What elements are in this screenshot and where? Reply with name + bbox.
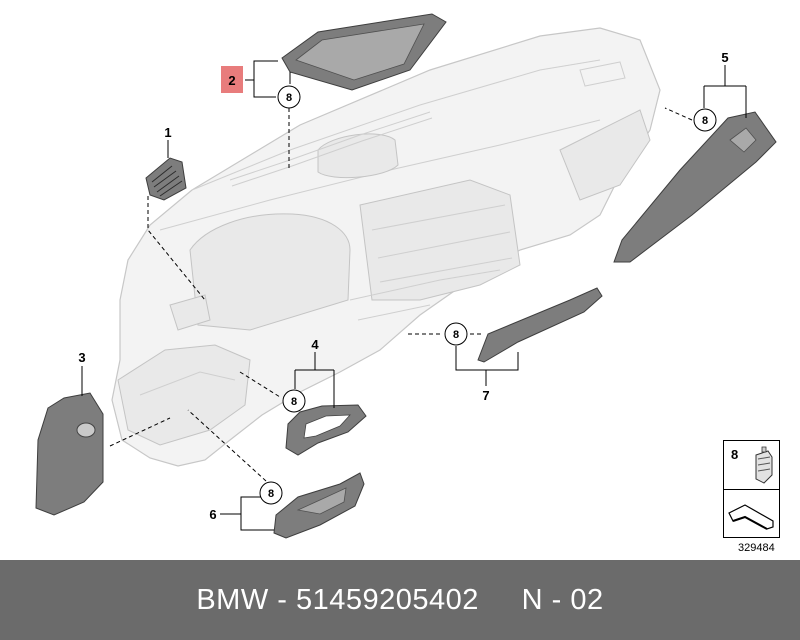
leader-lines xyxy=(81,60,747,531)
left-end-cover-part xyxy=(35,392,104,516)
footer-part-number-text: BMW - 51459205402 N - 02 xyxy=(196,583,604,616)
reference-number: 329484 xyxy=(738,542,775,554)
callout-4[interactable]: 4 xyxy=(311,337,319,352)
bracket-symbol-icon xyxy=(728,504,774,530)
callout-7[interactable]: 7 xyxy=(482,388,489,403)
clip-circles: 8 8 8 8 8 xyxy=(259,85,717,505)
right-trim-strip-part xyxy=(613,111,777,263)
callout-2[interactable]: 2 xyxy=(228,73,235,88)
lower-trim-part xyxy=(273,472,365,539)
side-vent-grille-part xyxy=(145,157,187,201)
callout-6[interactable]: 6 xyxy=(209,507,216,522)
callout-1[interactable]: 1 xyxy=(164,125,171,140)
centre-trim-strip-part xyxy=(477,287,603,363)
clip-number-label: 8 xyxy=(702,115,708,127)
vent-trim-frame-part xyxy=(285,404,367,456)
clip-number-label: 8 xyxy=(291,396,297,408)
callout-3[interactable]: 3 xyxy=(78,350,85,365)
legend-divider xyxy=(724,489,779,490)
part-number-footer: BMW - 51459205402 N - 02 xyxy=(0,560,800,640)
clip-number-label: 8 xyxy=(268,488,274,500)
dashboard-carrier xyxy=(111,27,661,467)
clip-number-label: 8 xyxy=(286,92,292,104)
speaker-grille-part xyxy=(281,13,447,91)
clip-number-label: 8 xyxy=(453,329,459,341)
callout-5[interactable]: 5 xyxy=(721,50,728,65)
callout-2-highlight xyxy=(221,66,243,93)
legend-box: 8 xyxy=(723,440,780,538)
legend-clip-number: 8 xyxy=(731,447,739,462)
dashboard-exploded-diagram: 8 8 8 8 8 2 1 5 4 3 7 6 xyxy=(35,13,777,539)
clip-icon xyxy=(755,446,773,484)
